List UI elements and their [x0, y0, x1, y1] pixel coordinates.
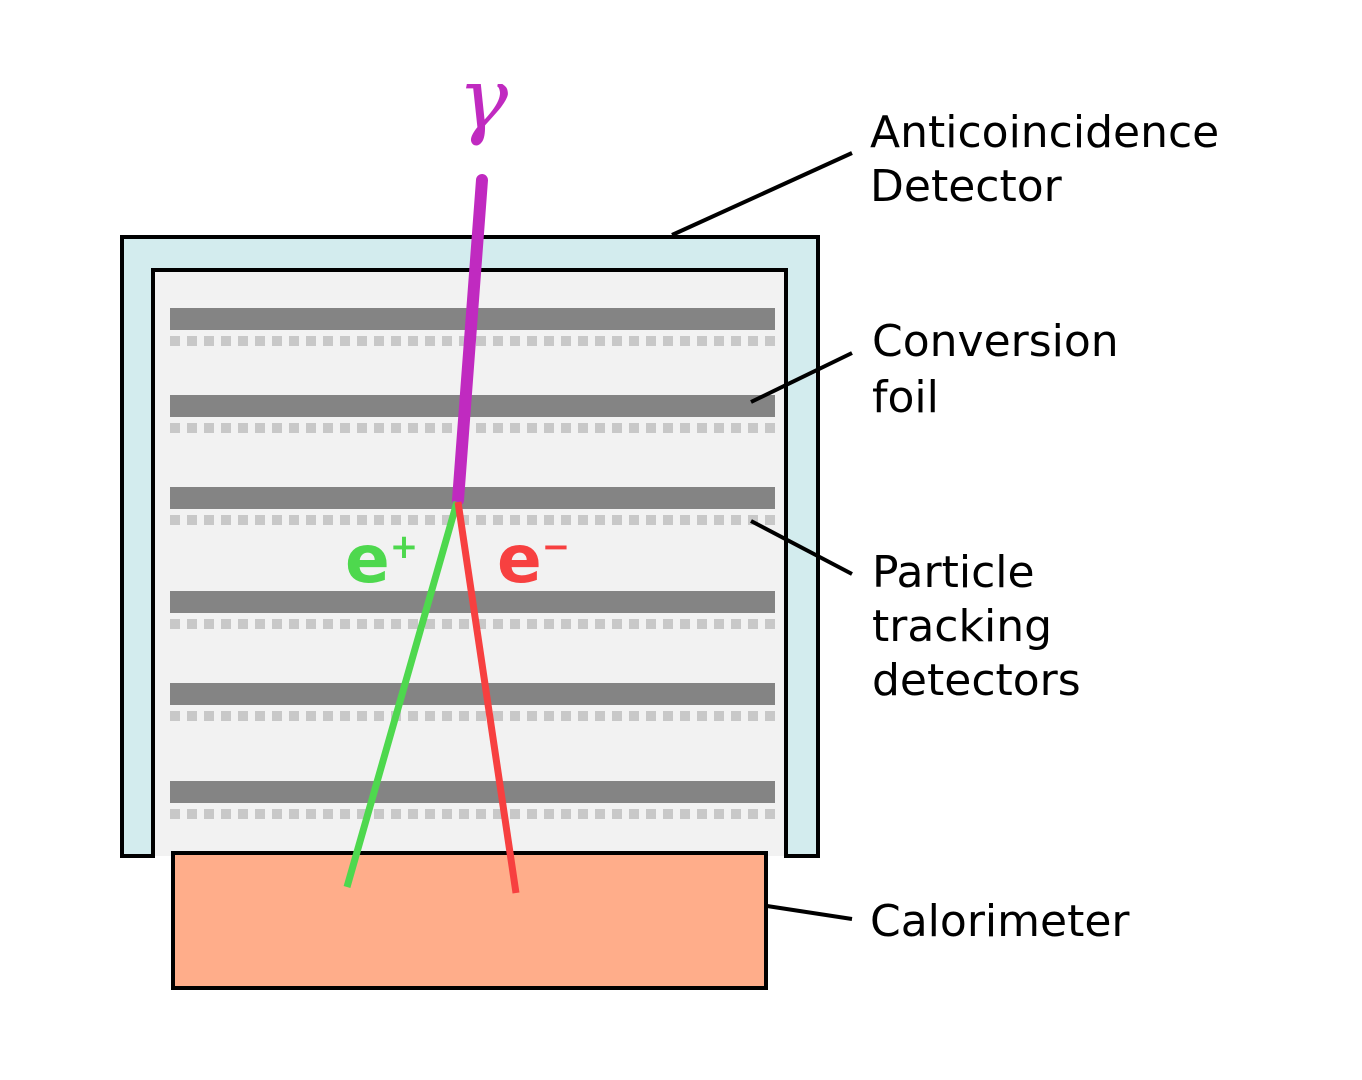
- calorimeter-leader-line: [766, 904, 853, 921]
- electron-label: e−: [497, 521, 570, 598]
- calorimeter: [171, 851, 768, 990]
- conversion-foil-label: Conversion foil: [872, 316, 1133, 423]
- positron-label-sup: +: [390, 527, 419, 567]
- electron-track: [454, 501, 520, 894]
- conversion-foil-5: [170, 683, 775, 705]
- calorimeter-label: Calorimeter: [870, 896, 1130, 947]
- anticoincidence-label-line2: Detector: [870, 161, 1063, 212]
- tracking-detectors-label: Particle tracking detectors: [872, 547, 1081, 706]
- conversion-foil-label-line1: Conversion: [872, 316, 1119, 367]
- conversion-foil-6: [170, 781, 775, 803]
- tracking-detectors-label-line1: Particle: [872, 547, 1035, 598]
- tracking-detector-leader-line: [750, 519, 853, 576]
- anticoincidence-label-line1: Anticoincidence: [870, 107, 1219, 158]
- positron-track: [343, 501, 461, 888]
- gamma-label: γ: [458, 50, 509, 148]
- positron-label: e+: [345, 521, 418, 598]
- tracker-layers: [170, 308, 775, 819]
- anticoincidence-leader-line: [671, 151, 853, 237]
- positron-label-base: e: [345, 521, 390, 598]
- tracking-detectors-label-line3: detectors: [872, 655, 1081, 706]
- anticoincidence-detector-shell: [120, 235, 820, 858]
- gamma-ray-track: [452, 174, 488, 506]
- tracking-detectors-label-line2: tracking: [872, 601, 1052, 652]
- electron-label-base: e: [497, 521, 542, 598]
- conversion-foil-3: [170, 487, 775, 509]
- conversion-foil-2: [170, 395, 775, 417]
- conversion-foil-leader-line: [750, 351, 853, 404]
- conversion-foil-label-line2: foil: [872, 372, 939, 423]
- anticoincidence-label: Anticoincidence Detector: [870, 107, 1233, 212]
- electron-label-sup: −: [542, 527, 571, 567]
